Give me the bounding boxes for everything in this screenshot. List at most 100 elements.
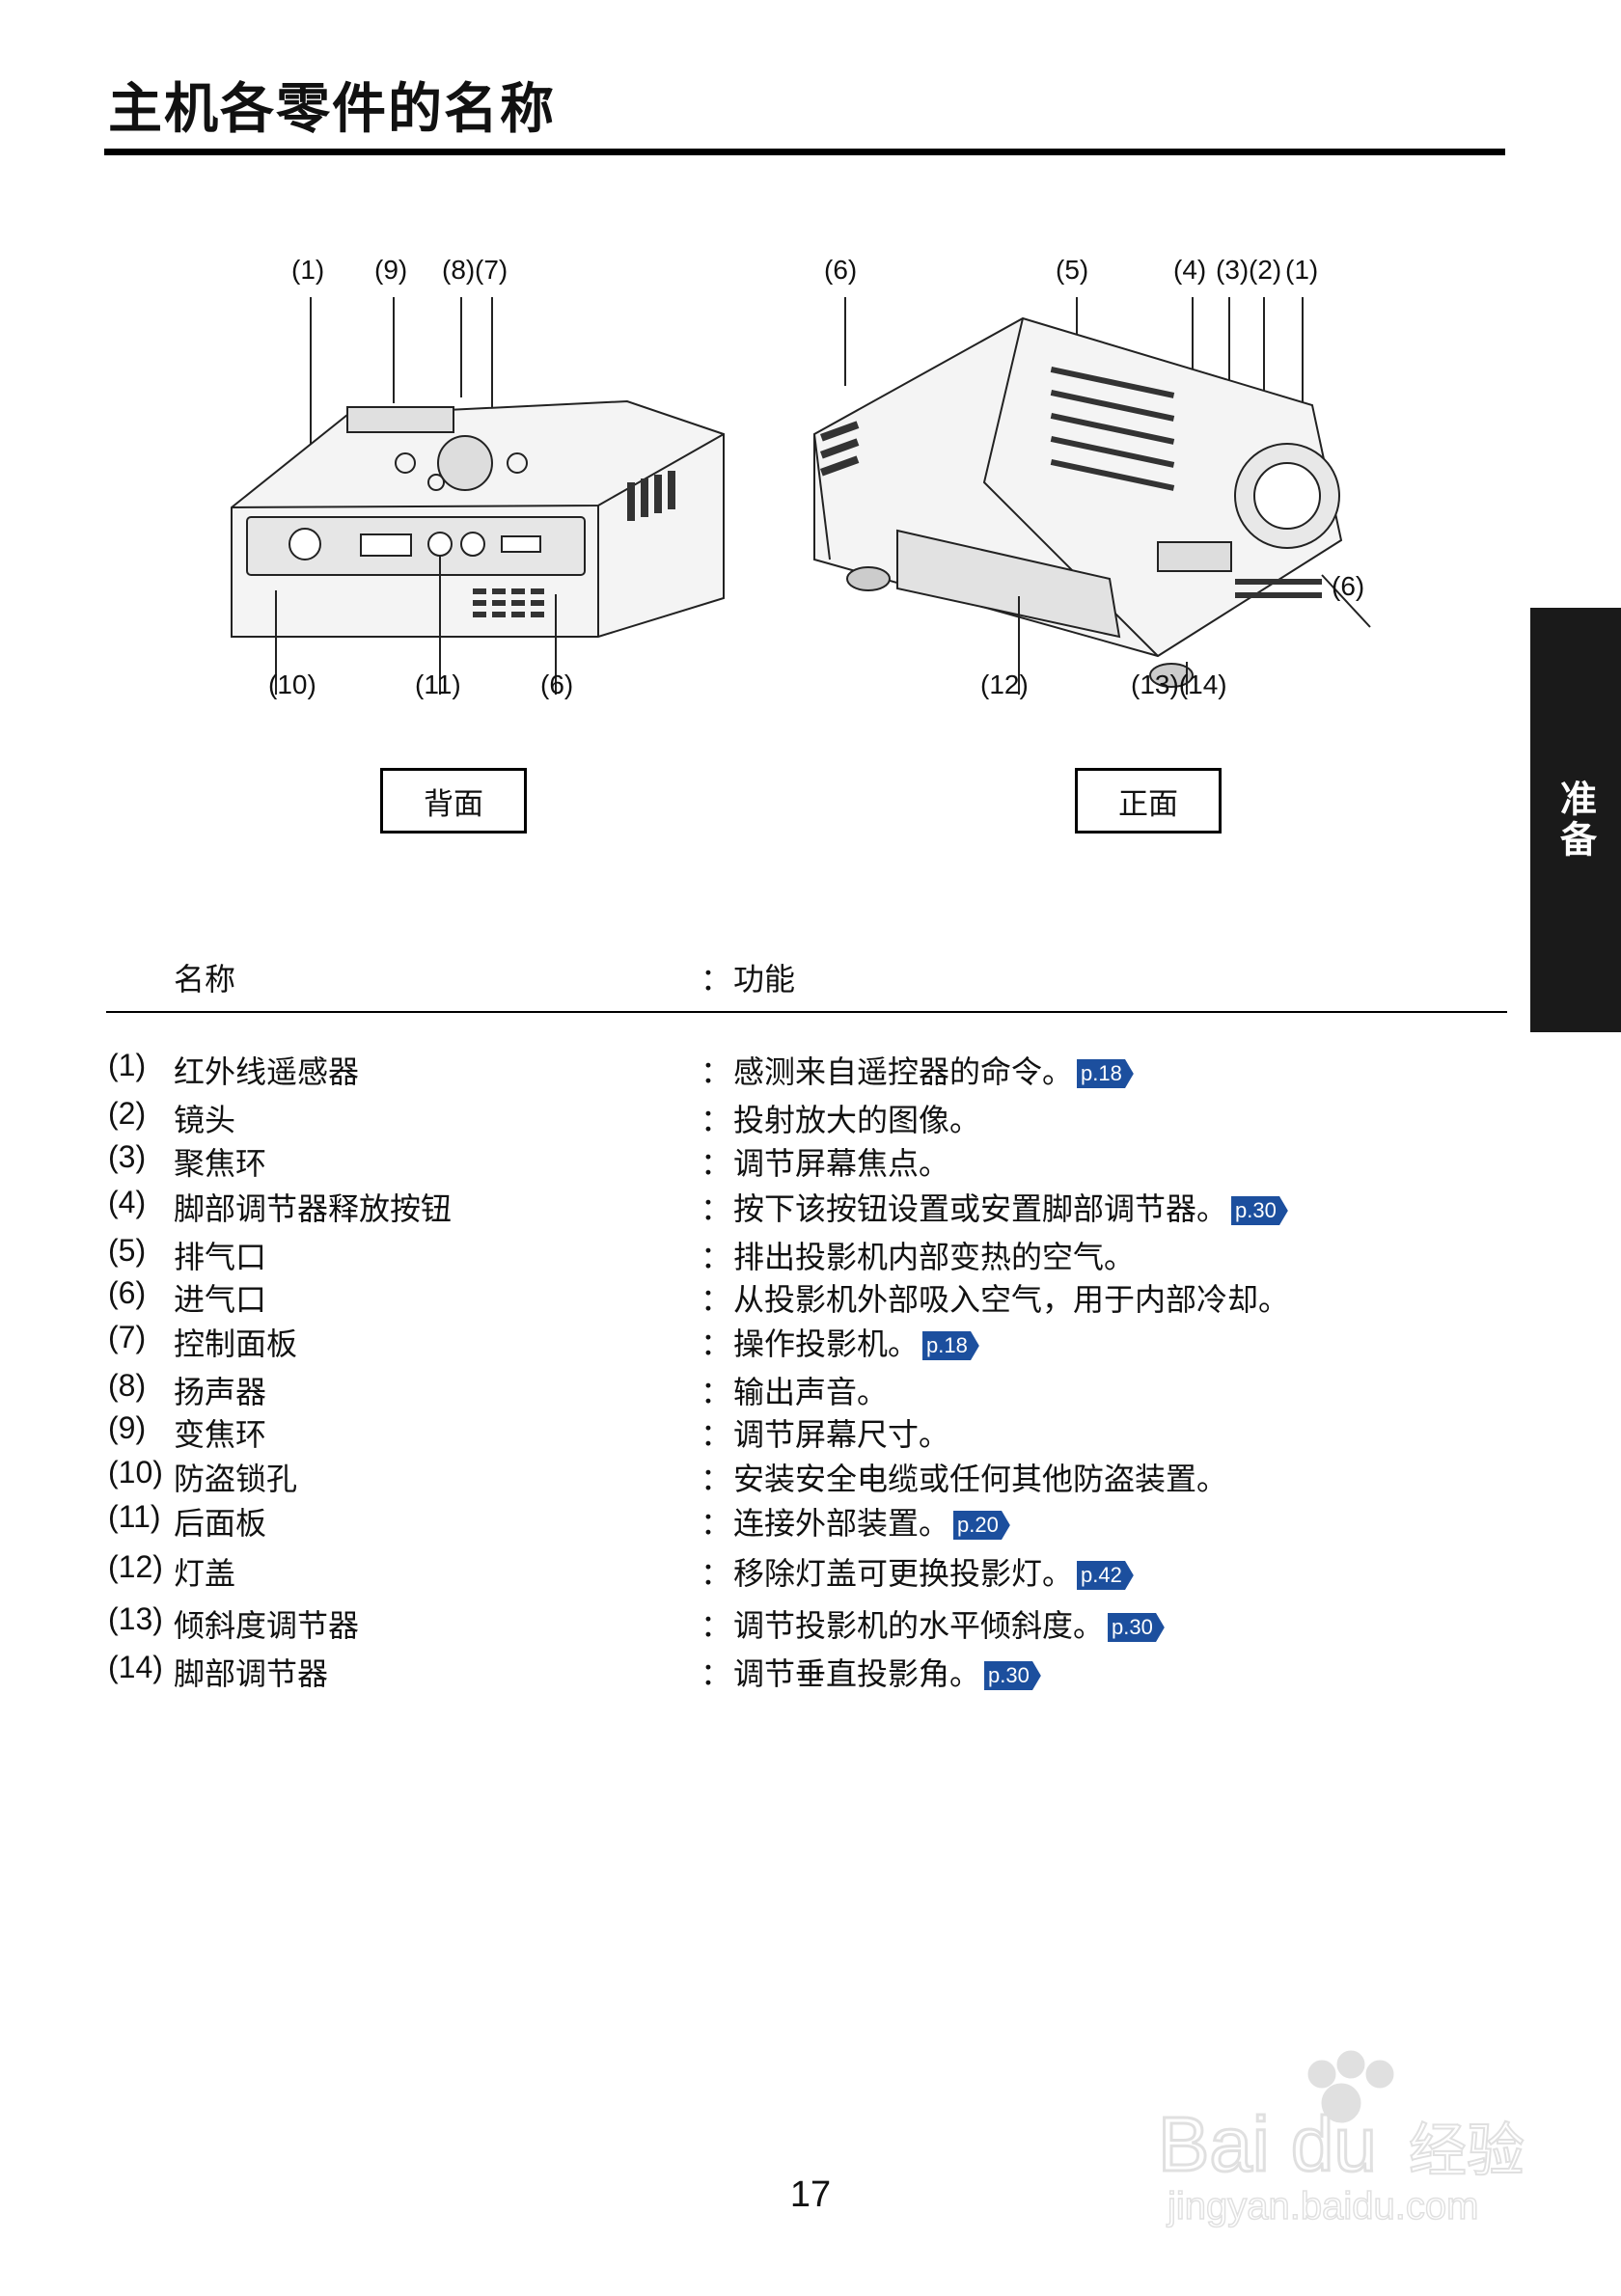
page-reference-link[interactable]: p.30 [984,1661,1041,1690]
row-part-name: 排气口 [174,1239,267,1275]
front-view-figure: (6) (5) (4) (3) (2) (1) [791,241,1409,724]
rear-label-7: (7) [475,255,508,285]
row-function-text: 连接外部装置。 [733,1505,950,1542]
row-part-name: 红外线遥感器 [174,1053,360,1090]
row-colon: ： [701,1461,732,1497]
row-function: 从投影机外部吸入空气，用于内部冷却。 [733,1275,1289,1320]
row-number: (1) [108,1048,147,1082]
row-colon: ： [701,1145,732,1182]
row-function: 移除灯盖可更换投影灯。p.42 [733,1549,1134,1594]
front-label-6-side: (6) [1332,571,1365,601]
page-reference-link[interactable]: p.30 [1108,1613,1165,1642]
row-part-name: 防盗锁孔 [174,1461,298,1497]
rear-label-10: (10) [268,670,316,699]
row-colon: ： [701,1281,732,1318]
table-row: (10) 防盗锁孔 ：安装安全电缆或任何其他防盗装置。 [0,1455,1621,1497]
row-colon: ： [701,1505,732,1542]
row-colon: ： [701,1326,732,1362]
rear-label-1: (1) [291,255,325,285]
table-row: (13) 倾斜度调节器 ：调节投影机的水平倾斜度。p.30 [0,1601,1621,1644]
page-number: 17 [789,2174,832,2215]
row-colon: ： [701,1053,732,1090]
table-row: (2)镜头：投射放大的图像。 [0,1096,1621,1138]
table-head-name: 名称 [174,961,236,998]
rear-label-8: (8) [442,255,476,285]
row-function: 调节投影机的水平倾斜度。p.30 [733,1601,1165,1646]
row-function: 调节屏幕焦点。 [733,1139,949,1184]
table-row: (6) 进气口 ：从投影机外部吸入空气，用于内部冷却。 [0,1275,1621,1318]
page-reference-link[interactable]: p.18 [922,1331,979,1360]
table-row: (8)扬声器：输出声音。 [0,1368,1621,1410]
svg-text:Bai du: Bai du [1158,2101,1377,2187]
row-number: (14) [108,1650,163,1684]
row-number: (3) [108,1139,147,1174]
row-function: 安装安全电缆或任何其他防盗装置。 [733,1455,1227,1499]
row-part-name: 脚部调节器释放按钮 [174,1190,453,1227]
row-function-text: 安装安全电缆或任何其他防盗装置。 [733,1461,1228,1497]
row-number: (2) [108,1096,147,1131]
table-row: (4) 脚部调节器释放按钮 ：按下该按钮设置或安置脚部调节器。p.30 [0,1185,1621,1227]
row-function: 调节屏幕尺寸。 [733,1410,949,1455]
row-colon: ： [701,1102,732,1138]
table-row: (9)变焦环：调节屏幕尺寸。 [0,1410,1621,1453]
front-label-2: (2) [1249,255,1282,285]
row-part-name: 后面板 [174,1505,267,1542]
row-colon: ： [701,1607,732,1644]
row-number: (12) [108,1549,163,1584]
row-part-name: 倾斜度调节器 [174,1607,360,1644]
page-reference-link[interactable]: p.18 [1077,1059,1134,1088]
row-part-name: 脚部调节器 [174,1655,329,1692]
rear-view-caption: 背面 [380,768,527,834]
front-label-5: (5) [1056,255,1089,285]
row-function-text: 调节投影机的水平倾斜度。 [733,1607,1105,1644]
row-number: (11) [108,1499,161,1534]
row-function: 感测来自遥控器的命令。p.18 [733,1048,1134,1092]
rear-projector-drawing [231,297,725,695]
svg-text:jingyan.baidu.com: jingyan.baidu.com [1167,2185,1478,2228]
page-reference-link[interactable]: p.20 [953,1511,1010,1540]
front-label-4: (4) [1173,255,1207,285]
row-number: (4) [108,1185,147,1219]
front-projector-drawing [813,297,1371,695]
row-colon: ： [701,1416,732,1453]
row-function-text: 调节屏幕焦点。 [733,1145,950,1182]
table-head-function: 功能 [733,961,796,998]
row-function-text: 输出声音。 [733,1374,889,1410]
row-part-name: 变焦环 [174,1416,267,1453]
table-head-rule [106,1011,1507,1013]
row-function-text: 操作投影机。 [733,1326,920,1362]
row-function-text: 感测来自遥控器的命令。 [733,1053,1074,1090]
row-colon: ： [701,1655,732,1692]
page-reference-link[interactable]: p.30 [1231,1196,1288,1225]
row-function: 操作投影机。p.18 [733,1320,979,1364]
row-function: 排出投影机内部变热的空气。 [733,1233,1135,1277]
rear-label-6: (6) [540,670,574,699]
row-number: (6) [108,1275,147,1310]
row-function: 按下该按钮设置或安置脚部调节器。p.30 [733,1185,1288,1229]
title-rule [104,149,1505,155]
front-label-1: (1) [1285,255,1319,285]
rear-label-11: (11) [415,670,461,699]
row-number: (13) [108,1601,163,1636]
row-part-name: 进气口 [174,1281,267,1318]
row-function-text: 排出投影机内部变热的空气。 [733,1239,1136,1275]
front-label-12: (12) [980,670,1029,699]
table-row: (7)控制面板：操作投影机。p.18 [0,1320,1621,1362]
row-colon: ： [701,1190,732,1227]
table-row: (14) 脚部调节器 ：调节垂直投影角。p.30 [0,1650,1621,1692]
row-function-text: 投射放大的图像。 [733,1102,981,1138]
row-number: (8) [108,1368,147,1403]
row-number: (10) [108,1455,163,1490]
page-reference-link[interactable]: p.42 [1077,1561,1134,1590]
row-function: 输出声音。 [733,1368,888,1412]
row-colon: ： [701,1374,732,1410]
section-tab-label: 准备 [1553,779,1597,861]
front-label-13-14: (13)(14) [1131,670,1227,699]
row-function: 调节垂直投影角。p.30 [733,1650,1041,1694]
row-function-text: 调节垂直投影角。 [733,1655,981,1692]
svg-text:经验: 经验 [1409,2118,1525,2185]
front-label-3: (3) [1216,255,1250,285]
rear-view-figure: (1) (9) (8) (7) [212,241,753,724]
row-colon: ： [701,1555,732,1592]
baidu-watermark-logo: Bai du 经验 jingyan.baidu.com [1157,2050,1525,2228]
